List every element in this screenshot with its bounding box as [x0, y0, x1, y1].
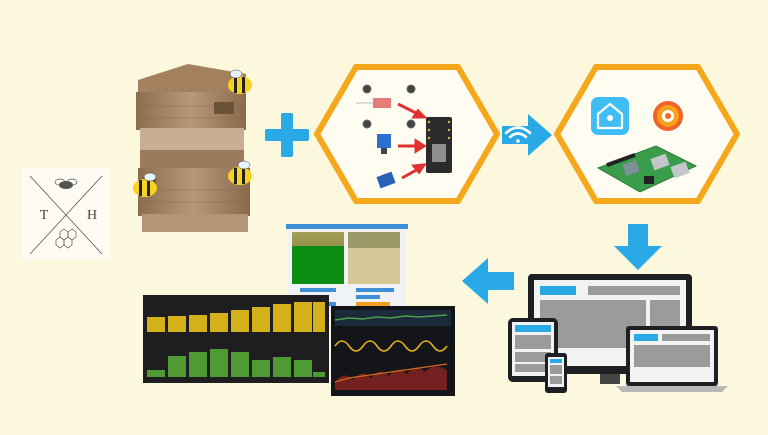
logo-letter-right: H [87, 208, 97, 223]
plus-icon [265, 113, 309, 157]
bee-icon [228, 69, 252, 94]
wifi-icon [504, 126, 532, 143]
devices-icon [508, 274, 728, 393]
grafana-icon [653, 101, 683, 131]
raspberry-pi-icon [596, 145, 698, 193]
logo-letter-left: T [40, 208, 49, 223]
dashboard-icon [143, 224, 455, 396]
bee-icon [228, 160, 252, 185]
arrow-right-icon [502, 114, 552, 156]
home-assistant-icon [591, 97, 629, 135]
sensor-circuit-icon [356, 84, 452, 189]
beehive-icon [136, 64, 250, 232]
bee-icon [133, 172, 157, 197]
arrow-left-icon [462, 258, 514, 304]
logo-mark-icon: T H [22, 168, 110, 260]
arrow-down-icon [614, 224, 662, 270]
